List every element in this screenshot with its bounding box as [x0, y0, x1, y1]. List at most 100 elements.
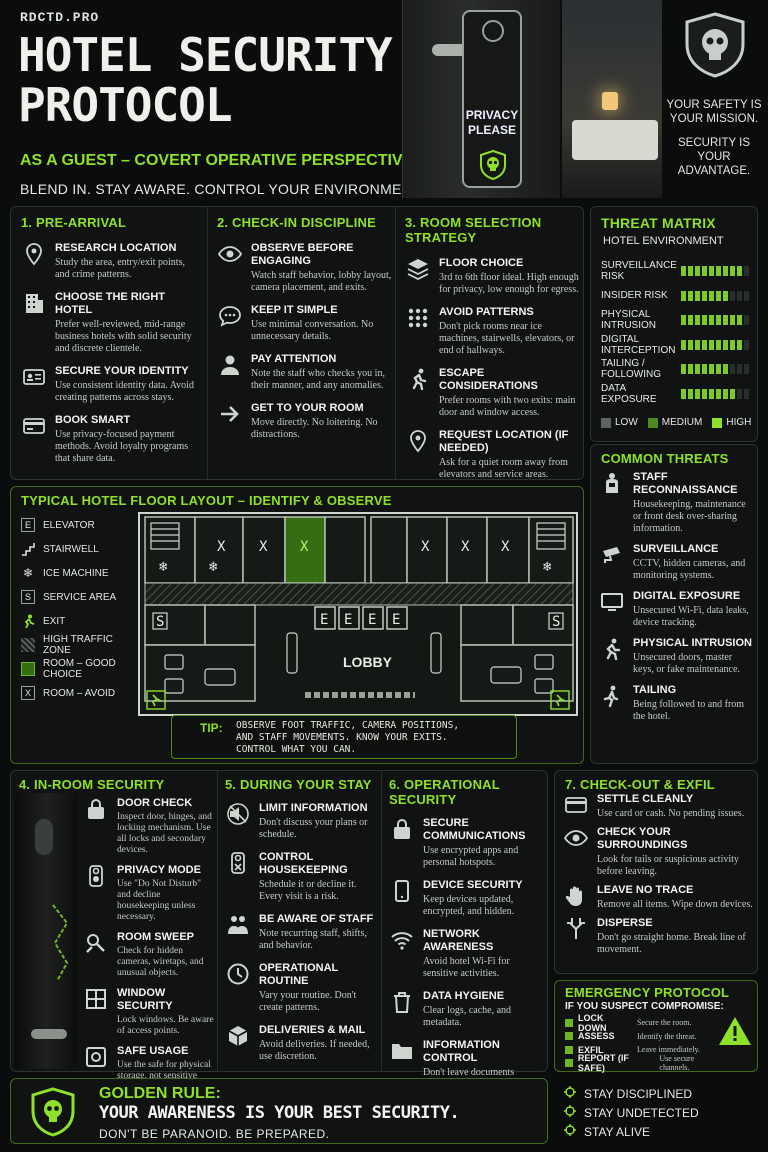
pre-arrival-title: 1. PRE-ARRIVAL — [21, 215, 127, 230]
building-icon — [26, 294, 43, 313]
legend-item: EXIT — [21, 609, 129, 633]
legend-label: ICE MACHINE — [43, 567, 109, 579]
item-desc: Don't go straight home. Break line of mo… — [597, 932, 746, 955]
item-desc: Avoid hotel Wi-Fi for sensitive activiti… — [423, 956, 510, 979]
warning-icon — [719, 1017, 751, 1045]
threat-level-bar — [681, 364, 749, 375]
golden-rule-panel: GOLDEN RULE: YOUR AWARENESS IS YOUR BEST… — [10, 1078, 548, 1144]
item-title: OPERATIONAL ROUTINE — [259, 962, 339, 987]
checkbox-icon — [565, 1018, 573, 1027]
checkbox-icon — [565, 1032, 573, 1041]
item-title: ESCAPE CONSIDERATIONS — [439, 367, 538, 392]
item-desc: Unsecured doors, master keys, or fake ma… — [633, 652, 740, 675]
item-title: LIMIT INFORMATION — [259, 802, 368, 814]
item-title: LEAVE NO TRACE — [597, 884, 694, 896]
legend-label: HIGH TRAFFIC ZONE — [43, 634, 113, 656]
ice-machine-icon: ❄ — [159, 559, 168, 575]
item-title: ROOM SWEEP — [117, 931, 195, 943]
item-desc: Study the area, entry/exit points, and c… — [55, 257, 185, 280]
item-desc: Use encrypted apps and personal hotspots… — [423, 845, 519, 868]
privacy-door-hanger: PRIVACY PLEASE — [462, 10, 522, 188]
split-arrows-icon — [567, 918, 585, 939]
location-pin-icon — [26, 243, 42, 266]
threat-row: DATA EXPOSURE — [601, 382, 749, 407]
floor-plan: ❄ ❄ ❄ X X X X X X E E E E S S — [138, 512, 578, 716]
person-icon — [221, 355, 239, 375]
crosshair-icon — [564, 1124, 576, 1139]
sweep-icon — [86, 934, 105, 953]
checkout-item: DISPERSE Don't go straight home. Break li… — [563, 917, 753, 956]
item-desc: Move directly. No loitering. No distract… — [251, 417, 378, 440]
item-title: REQUEST LOCATION (IF NEEDED) — [439, 429, 569, 454]
item-title: SAFE USAGE — [117, 1045, 189, 1057]
crosshair-icon — [564, 1105, 576, 1120]
threat-matrix-legend: LOW MEDIUM HIGH — [601, 417, 751, 428]
brand-name: RDCTD.PRO — [20, 10, 100, 25]
legend-symbol: E — [21, 518, 35, 532]
checkbox-icon — [565, 1059, 573, 1068]
threat-level-bar — [681, 290, 749, 301]
arrow-right-icon — [221, 406, 239, 422]
motto-text: STAY ALIVE — [584, 1124, 651, 1139]
legend-low: LOW — [615, 417, 638, 428]
item-desc: Note recurring staff, shifts, and behavi… — [259, 928, 367, 951]
legend-symbol — [21, 542, 35, 556]
tip-label: TIP: — [200, 721, 223, 735]
legend-item: ROOM – GOOD CHOICE — [21, 657, 129, 681]
item-title: DISPERSE — [597, 917, 653, 929]
trash-icon — [394, 992, 410, 1013]
threat-matrix-subtitle: HOTEL ENVIRONMENT — [603, 235, 724, 247]
in-room-item: ROOM SWEEP Check for hidden cameras, wire… — [83, 931, 215, 979]
step-desc: Secure the room. — [637, 1018, 692, 1028]
card-icon — [565, 797, 587, 813]
item-desc: Remove all items. Wipe down devices. — [597, 899, 753, 910]
checkbox-icon — [565, 1045, 573, 1054]
door-tag-icon — [231, 852, 245, 874]
ice-machine-icon: ❄ — [543, 559, 552, 575]
during-stay-title: 5. DURING YOUR STAY — [225, 777, 372, 792]
item-desc: Clear logs, cache, and metadata. — [423, 1005, 512, 1028]
emergency-step: REPORT (IF SAFE)Use secure channels. — [565, 1053, 725, 1073]
legend-item: HIGH TRAFFIC ZONE — [21, 633, 129, 657]
monitor-icon — [601, 593, 623, 611]
legend-high: HIGH — [726, 417, 752, 428]
good-room-mark: X — [300, 539, 309, 555]
skull-shield-icon — [480, 150, 506, 180]
hand-icon — [565, 886, 582, 906]
staff-icon — [228, 916, 248, 934]
exit-sign — [146, 690, 166, 710]
item-title: TAILING — [633, 684, 677, 696]
item-title: STAFF RECONNAISSANCE — [633, 471, 738, 496]
legend-item: STAIRWELL — [21, 537, 129, 561]
tip-line-3: CONTROL WHAT YOU CAN. — [236, 744, 357, 755]
step-label: EXFIL — [578, 1044, 604, 1055]
checkout-title: 7. CHECK-OUT & EXFIL — [565, 777, 715, 792]
legend-label: EXIT — [43, 615, 66, 627]
item-desc: Check for hidden cameras, wiretaps, and … — [117, 946, 204, 978]
item-title: DELIVERIES & MAIL — [259, 1024, 366, 1036]
skull-shield-icon — [31, 1087, 75, 1137]
safety-line-4: YOUR ADVANTAGE. — [677, 151, 751, 177]
legend-label: ROOM – AVOID — [43, 687, 116, 699]
threat-label: TAILING / FOLLOWING — [601, 358, 662, 381]
threat-row: PHYSICAL INTRUSION — [601, 308, 749, 333]
operational-section: 6. OPERATIONAL SECURITY SECURE COMMUNICA… — [389, 777, 545, 1091]
safety-line-2: YOUR MISSION. — [669, 113, 759, 125]
ice-machine-icon: ❄ — [209, 559, 218, 575]
